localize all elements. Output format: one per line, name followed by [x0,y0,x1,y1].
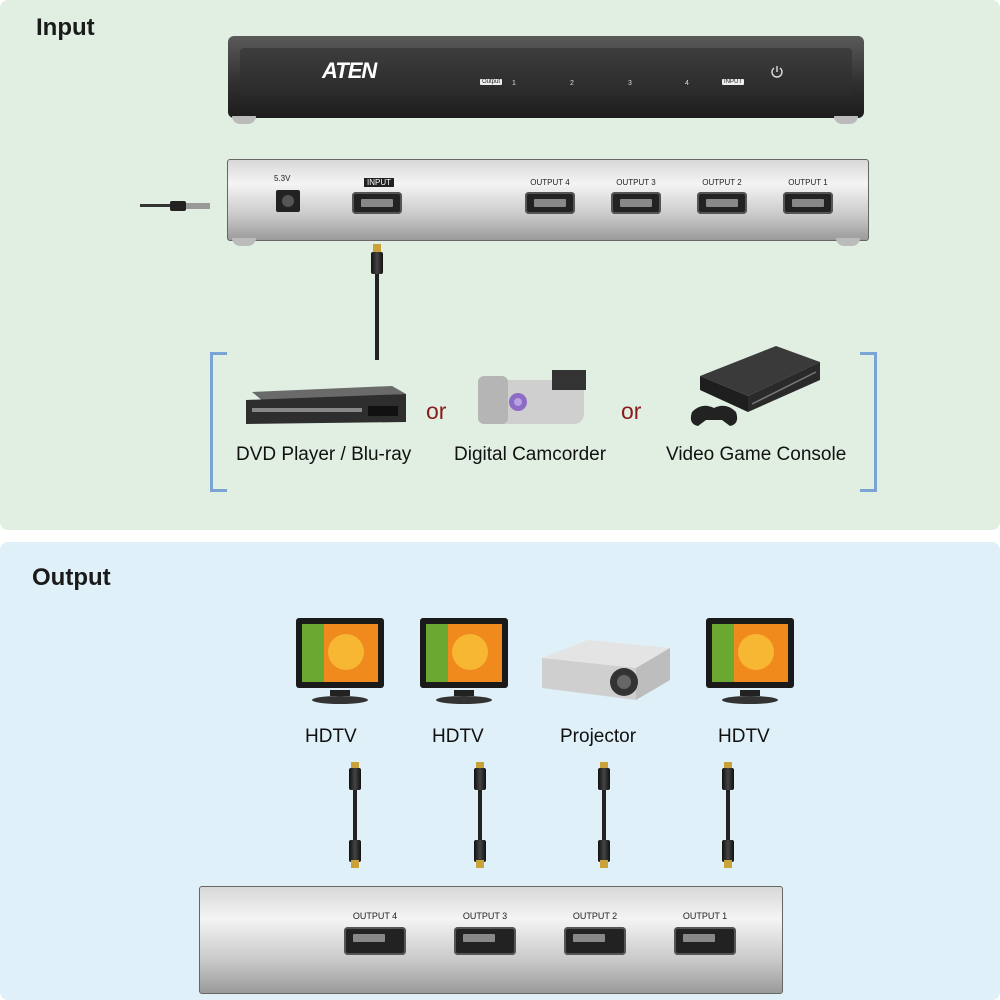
hdmi-plug-icon [598,840,610,862]
hdmi-plug-icon [598,768,610,790]
hdmi-plug-icon [349,768,361,790]
input-panel: Input ATEN Output 1 2 3 4 INPUT 5.3V INP… [0,0,1000,530]
dvd-player-icon [246,386,406,424]
rear-output-label: OUTPUT 4 [530,178,570,187]
splitter-front-panel: ATEN Output 1 2 3 4 INPUT [228,36,864,124]
front-port-number: 4 [685,80,689,87]
hdmi-output-port [454,927,516,955]
hdtv-icon [706,618,794,704]
output-section-title: Output [32,564,111,591]
device-label-console: Video Game Console [666,444,847,465]
power-rating-label: 5.3V [274,174,291,183]
hdmi-cable [726,790,730,842]
hdmi-plug-icon [371,252,383,274]
device-label-camcorder: Digital Camcorder [454,444,607,465]
device-label-hdtv: HDTV [432,726,484,747]
bracket-right [860,352,877,492]
device-label-projector: Projector [560,726,637,747]
hdmi-output-port [697,192,747,214]
hdtv-icon [296,618,384,704]
or-separator: or [621,398,642,424]
hdmi-cable [602,790,606,842]
game-console-icon [690,346,820,426]
front-output-label: Output [480,79,503,85]
hdmi-plug-icon [722,768,734,790]
hdmi-output-port [783,192,833,214]
hdmi-input-port [352,192,402,214]
hdmi-output-port [344,927,406,955]
aten-logo: ATEN [322,58,377,83]
rear-output-label: OUTPUT 2 [572,911,618,921]
device-label-dvd: DVD Player / Blu-ray [236,444,412,465]
rear-output-label: OUTPUT 3 [616,178,656,187]
hdmi-output-port [674,927,736,955]
hdmi-plug-icon [474,768,486,790]
rear-output-label: OUTPUT 2 [702,178,742,187]
front-port-number: 1 [512,80,516,87]
device-label-hdtv: HDTV [305,726,357,747]
rear-output-label: OUTPUT 3 [462,911,508,921]
hdmi-plug-icon [722,840,734,862]
rear-input-label: INPUT [364,178,394,187]
hdmi-plug-icon [474,840,486,862]
bracket-left [210,352,227,492]
power-jack [276,190,300,212]
front-input-label: INPUT [722,79,744,85]
hdmi-output-port [525,192,575,214]
front-port-number: 2 [570,80,574,87]
hdmi-output-port [611,192,661,214]
output-panel: Output HDTV HDTV Projector HDTV [0,542,1000,1000]
hdmi-cable [375,274,379,360]
hdmi-output-port [564,927,626,955]
device-label-hdtv: HDTV [718,726,770,747]
projector-icon [542,640,670,700]
power-icon [771,66,783,78]
hdmi-cable [478,790,482,842]
hdtv-icon [420,618,508,704]
power-plug-icon [140,201,210,211]
or-separator: or [426,398,447,424]
rear-output-label: OUTPUT 4 [352,911,398,921]
rear-output-label: OUTPUT 1 [788,178,828,187]
hdmi-cable [353,790,357,842]
camcorder-icon [478,370,586,424]
splitter-rear-closeup: OUTPUT 4 OUTPUT 3 OUTPUT 2 OUTPUT 1 [199,886,783,994]
input-section-title: Input [36,14,95,41]
hdmi-plug-icon [349,840,361,862]
splitter-rear-panel: 5.3V INPUT OUTPUT 4 OUTPUT 3 OUTPUT 2 OU… [227,159,869,246]
front-port-number: 3 [628,80,632,87]
rear-output-label: OUTPUT 1 [682,911,728,921]
